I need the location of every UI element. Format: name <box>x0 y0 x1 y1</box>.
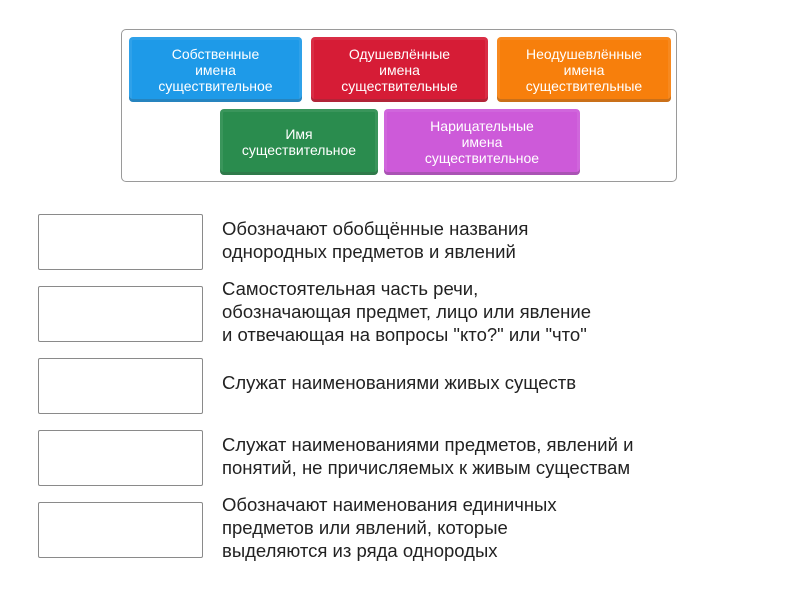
tile-noun[interactable]: Имя существительное <box>220 109 378 175</box>
word-bank <box>121 29 677 182</box>
description-2: Самостоятельная часть речи, обозначающая… <box>222 278 591 345</box>
drop-target-5[interactable] <box>38 502 203 558</box>
description-5: Обозначают наименования единичных предме… <box>222 494 557 561</box>
tile-animate-nouns[interactable]: Одушевлённые имена существительные <box>311 37 488 102</box>
drop-target-3[interactable] <box>38 358 203 414</box>
description-3: Служат наименованиями живых существ <box>222 372 577 393</box>
description-1: Обозначают обобщённые названия однородны… <box>222 218 529 262</box>
drop-target-1[interactable] <box>38 214 203 270</box>
tile-proper-nouns[interactable]: Собственные имена существительное <box>129 37 302 102</box>
description-4: Служат наименованиями предметов, явлений… <box>222 434 634 478</box>
drop-target-4[interactable] <box>38 430 203 486</box>
drop-target-2[interactable] <box>38 286 203 342</box>
tile-inanimate-nouns[interactable]: Неодушевлённые имена существительные <box>497 37 671 102</box>
tile-common-nouns[interactable]: Нарицательные имена существительное <box>384 109 580 175</box>
